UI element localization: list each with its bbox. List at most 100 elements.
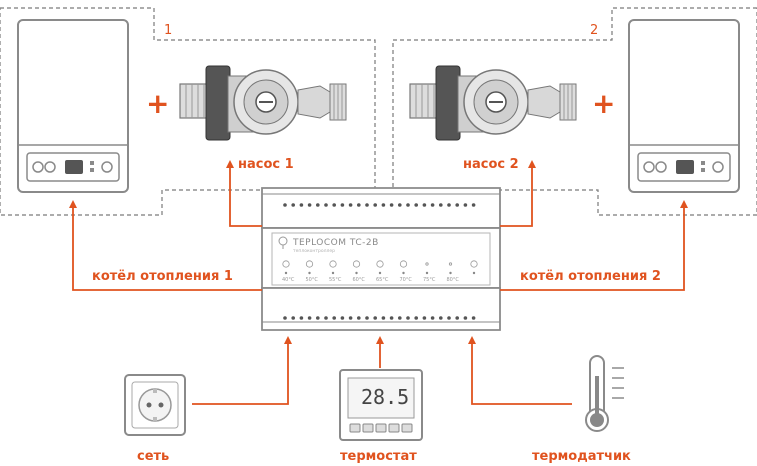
terminal-dot xyxy=(316,203,320,207)
terminal-dot xyxy=(340,316,345,320)
indicator-led xyxy=(308,271,311,275)
indicator-led xyxy=(284,271,288,275)
terminal-dot xyxy=(332,316,337,320)
plus-sign-2: + xyxy=(592,87,615,120)
terminal-dot xyxy=(430,203,435,207)
line-network xyxy=(192,336,292,405)
terminal-dot xyxy=(381,203,386,207)
terminal-dot xyxy=(340,203,345,207)
boiler1-label: котёл отопления 1 xyxy=(92,269,233,284)
terminal-dot xyxy=(348,203,353,207)
thermometer-icon xyxy=(470,260,478,268)
indicator-led xyxy=(449,271,452,275)
warning-icon xyxy=(376,260,384,268)
terminal-dot xyxy=(455,203,460,207)
line-boiler1 xyxy=(69,200,262,291)
terminal-dot xyxy=(357,316,361,320)
controller-icon: TEPLOCOM TC-2B теплоконтроллер 40°C 50°C 5… xyxy=(261,187,501,331)
indicator-led xyxy=(378,271,382,275)
terminal-dot xyxy=(373,316,378,320)
indicator-led xyxy=(331,271,335,275)
indicator-temp: 55°C xyxy=(329,277,342,283)
terminal-dot xyxy=(365,203,369,207)
thermostat-icon: 28.5 xyxy=(339,369,423,441)
pump-icon xyxy=(179,65,347,141)
terminal-dot xyxy=(463,316,468,320)
socket-icon xyxy=(124,374,186,436)
terminal-dot xyxy=(316,316,320,320)
controller-indicators: 40°C 50°C 55°C 60°C 65°C 70°C 75°C 80°C xyxy=(282,260,478,283)
indicator-temp: 80°C xyxy=(447,277,460,283)
thermostat-display: 28.5 xyxy=(361,385,409,409)
boiler2-label: котёл отопления 2 xyxy=(520,269,661,284)
boiler-2-icon xyxy=(305,260,314,268)
terminal-dot xyxy=(439,316,443,320)
terminal-dot xyxy=(299,316,304,320)
controller-subtitle: теплоконтроллер xyxy=(293,249,335,254)
pump-2-icon xyxy=(352,260,361,268)
pump-1-icon xyxy=(329,260,337,268)
terminal-dot xyxy=(439,203,443,207)
terminal-dot xyxy=(471,316,476,320)
boiler-1-icon xyxy=(282,260,290,268)
terminal-dot xyxy=(299,203,304,207)
indicator-led xyxy=(425,271,429,275)
bottom-terminals xyxy=(283,316,476,320)
terminal-dot xyxy=(291,316,296,320)
terminal-dot xyxy=(332,203,337,207)
dot-icon xyxy=(425,262,429,266)
controller-brand: TEPLOCOM TC-2B xyxy=(292,238,379,248)
line-pump2 xyxy=(500,160,536,227)
indicator-temp: 50°C xyxy=(306,277,319,283)
indicator-temp: 40°C xyxy=(282,277,295,283)
indicator-led xyxy=(402,271,405,275)
terminal-dot xyxy=(447,316,451,320)
terminal-dot xyxy=(373,203,378,207)
pump2-label: насос 2 xyxy=(463,157,519,172)
dot-icon xyxy=(448,262,453,266)
terminal-dot xyxy=(414,316,419,320)
terminal-dot xyxy=(463,203,468,207)
terminal-dot xyxy=(398,203,402,207)
boiler-icon xyxy=(628,19,740,193)
terminal-dot xyxy=(455,316,460,320)
boiler-icon xyxy=(17,19,129,193)
gauge-icon xyxy=(399,260,408,268)
thermostat-label: термостат xyxy=(340,449,417,464)
terminal-dot xyxy=(365,316,369,320)
top-terminals xyxy=(283,203,476,207)
terminal-dot xyxy=(307,316,312,320)
terminal-dot xyxy=(307,203,312,207)
indicator-temp: 70°C xyxy=(400,277,413,283)
indicator-temp: 60°C xyxy=(353,277,366,283)
indicator-led xyxy=(355,271,358,275)
indicator-temp: 65°C xyxy=(376,277,389,283)
line-sensor xyxy=(468,336,572,405)
indicator-temp: 75°C xyxy=(423,277,436,283)
pump-icon xyxy=(409,65,577,141)
terminal-dot xyxy=(447,203,451,207)
terminal-dot xyxy=(283,316,287,320)
terminal-dot xyxy=(324,316,328,320)
terminal-dot xyxy=(291,203,296,207)
terminal-dot xyxy=(389,203,394,207)
line-pump1 xyxy=(226,160,262,227)
terminal-dot xyxy=(324,203,328,207)
network-label: сеть xyxy=(137,449,169,464)
terminal-dot xyxy=(430,316,435,320)
terminal-dot xyxy=(389,316,394,320)
terminal-dot xyxy=(406,316,410,320)
terminal-dot xyxy=(348,316,353,320)
terminal-dot xyxy=(398,316,402,320)
group1-number: 1 xyxy=(164,23,172,38)
thermometer-icon xyxy=(585,355,624,432)
line-boiler2 xyxy=(500,200,688,291)
indicator-led xyxy=(472,271,476,275)
terminal-dot xyxy=(422,316,427,320)
terminal-dot xyxy=(471,203,476,207)
plus-sign-1: + xyxy=(146,87,169,120)
terminal-dot xyxy=(406,203,410,207)
sensor-label: термодатчик xyxy=(532,449,631,464)
